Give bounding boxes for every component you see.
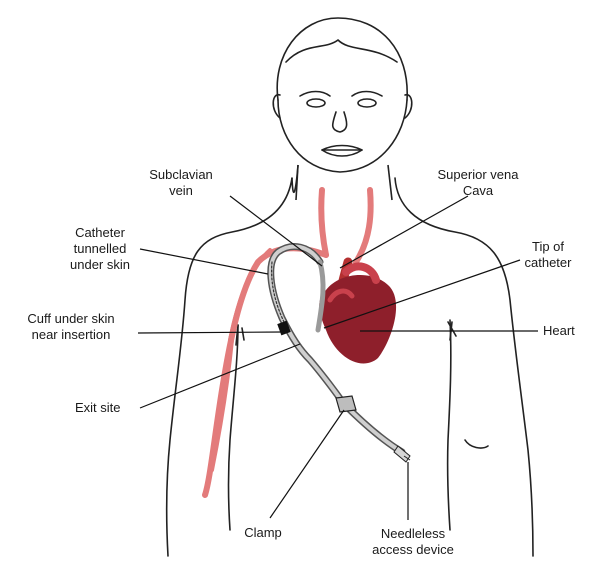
label-cuff-under-skin: Cuff under skin near insertion <box>8 311 134 343</box>
label-line: tunnelled <box>50 241 150 257</box>
torso-outline <box>167 178 533 556</box>
label-line: Catheter <box>50 225 150 241</box>
label-line: Subclavian <box>131 167 231 183</box>
label-line: Cava <box>423 183 533 199</box>
label-line: near insertion <box>8 327 134 343</box>
label-clamp: Clamp <box>228 525 298 541</box>
label-catheter-tunnelled: Catheter tunnelled under skin <box>50 225 150 273</box>
label-tip-of-catheter: Tip of catheter <box>508 239 588 271</box>
neck <box>292 165 392 200</box>
heart-shape <box>319 266 396 363</box>
label-line: Needleless <box>358 526 468 542</box>
label-line: catheter <box>508 255 588 271</box>
label-exit-site: Exit site <box>75 400 121 416</box>
label-line: vein <box>131 183 231 199</box>
label-superior-vena-cava: Superior vena Cava <box>423 167 533 199</box>
label-heart: Heart <box>543 323 575 339</box>
head <box>273 18 412 172</box>
label-line: Cuff under skin <box>8 311 134 327</box>
leader-lines <box>138 196 538 520</box>
label-line: under skin <box>50 257 150 273</box>
label-needleless-access-device: Needleless access device <box>358 526 468 558</box>
clamp-shape <box>336 396 356 412</box>
label-line: Tip of <box>508 239 588 255</box>
label-line: Superior vena <box>423 167 533 183</box>
label-line: access device <box>358 542 468 558</box>
label-subclavian-vein: Subclavian vein <box>131 167 231 199</box>
